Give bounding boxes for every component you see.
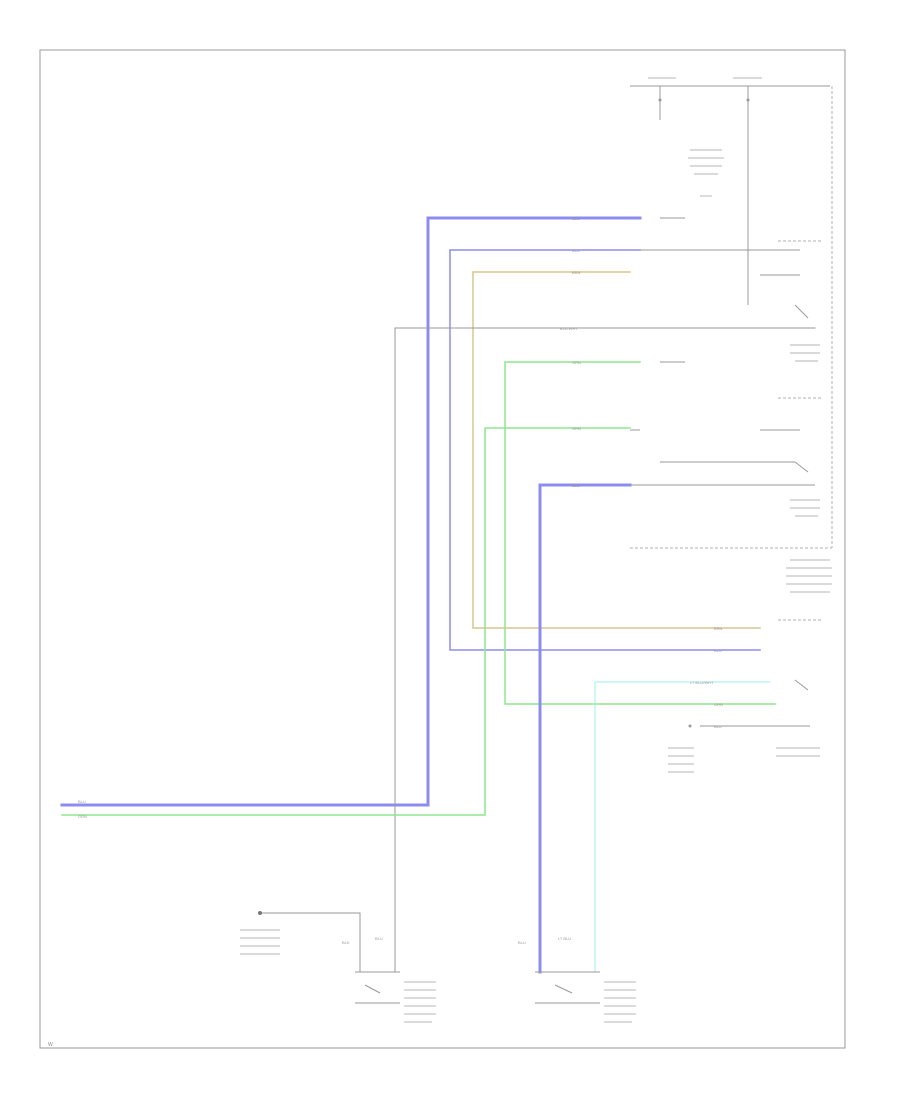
wire-label: BRN	[714, 626, 723, 631]
wire-label: BLU	[572, 483, 580, 488]
fuse-node-right	[746, 98, 750, 102]
relay-switch-1	[794, 304, 809, 319]
switch-left-arm	[364, 984, 381, 994]
wire-label: GRN	[714, 702, 723, 707]
wire-label: BLU	[572, 216, 580, 221]
diagram-border	[39, 49, 846, 1049]
wire-label: BLU	[518, 940, 526, 945]
fuse-node-left	[658, 98, 662, 102]
wire-blk-left	[261, 912, 361, 973]
wire-label: GRN	[78, 814, 87, 819]
component-caption-blocks	[240, 77, 832, 1023]
relay-switch-2	[794, 461, 809, 473]
wire-lt-blu	[594, 681, 771, 973]
wire-label: GRN	[572, 426, 581, 431]
wire-brn	[472, 271, 761, 629]
wire-label: BLU	[714, 648, 722, 653]
ground-node	[688, 724, 692, 728]
relay-switch-3	[794, 679, 809, 691]
wire-blk-wht	[394, 327, 816, 973]
wire-label: BLU	[375, 936, 383, 941]
switch-right-arm	[554, 984, 573, 994]
wire-label: BLU	[714, 724, 722, 729]
wire-blu-2	[449, 249, 761, 651]
wire-label: BLU	[572, 248, 580, 253]
wire-label: GRN	[572, 360, 581, 365]
ground-node-left	[258, 911, 262, 915]
wire-label: LT BLU/WHT	[690, 680, 714, 685]
footer-code: W	[48, 1042, 53, 1048]
wire-label: LT BLU	[558, 936, 571, 941]
wire-blu-1	[60, 216, 642, 807]
wire-label: BRN	[572, 270, 581, 275]
wire-blu-3	[538, 483, 632, 974]
wire-label: BLK	[342, 940, 350, 945]
wire-grn-1	[504, 361, 776, 705]
wire-label: BLU	[78, 799, 86, 804]
wire-label: BLK/WHT	[560, 326, 578, 331]
wire-grn-2	[61, 427, 631, 816]
